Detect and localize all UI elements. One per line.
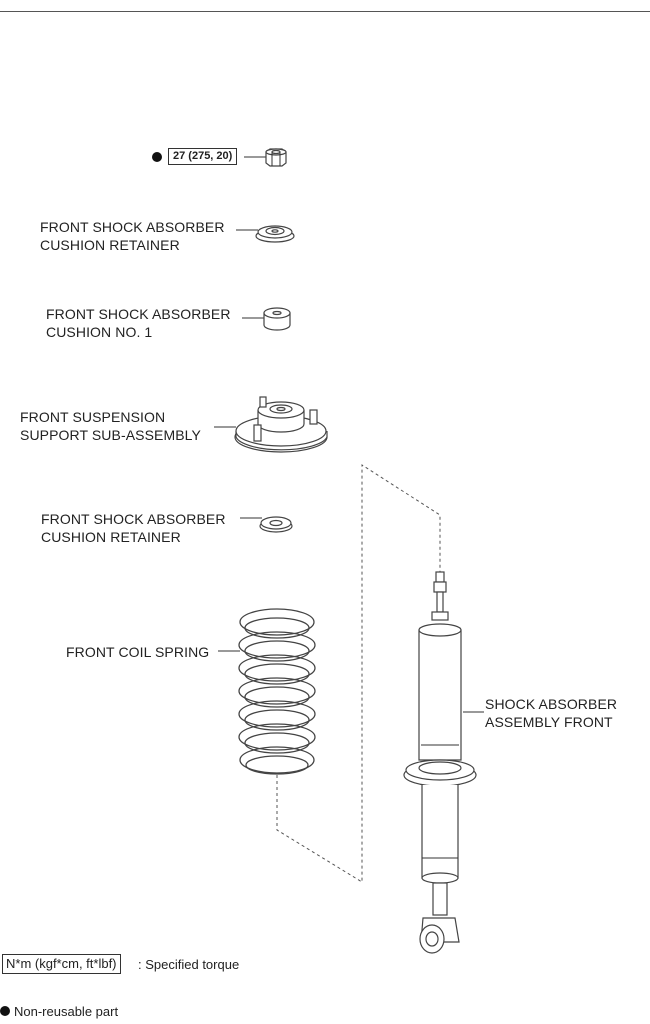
torque-value: 27 (275, 20) xyxy=(173,150,233,162)
top-rule xyxy=(0,11,650,12)
suspension-support-icon xyxy=(234,396,328,453)
label-cushion-retainer-lower: FRONT SHOCK ABSORBER CUSHION RETAINER xyxy=(41,511,226,545)
label-suspension-support: FRONT SUSPENSION SUPPORT SUB-ASSEMBLY xyxy=(20,409,201,443)
legend-non-reusable: Non-reusable part xyxy=(14,1004,119,1019)
legend-non-reusable-icon xyxy=(0,1006,10,1016)
torque-spec-box: 27 (275, 20) xyxy=(168,148,238,165)
cushion-retainer-upper-icon xyxy=(255,225,295,243)
legend-torque-units: N*m (kgf*cm, ft*lbf) xyxy=(2,954,121,974)
label-cushion-no1: FRONT SHOCK ABSORBER CUSHION NO. 1 xyxy=(46,306,231,340)
nut-icon xyxy=(265,148,287,167)
non-reusable-marker-icon xyxy=(152,152,162,162)
cushion-no1-icon xyxy=(263,307,291,331)
legend-torque-desc: : Specified torque xyxy=(138,957,240,972)
cushion-retainer-lower-icon xyxy=(259,516,293,533)
label-cushion-retainer-upper: FRONT SHOCK ABSORBER CUSHION RETAINER xyxy=(40,219,225,253)
assembly-dashed-line xyxy=(276,464,441,883)
shock-absorber-icon xyxy=(403,571,477,954)
label-coil-spring: FRONT COIL SPRING xyxy=(66,644,210,660)
coil-spring-icon xyxy=(238,608,316,775)
label-shock-absorber: SHOCK ABSORBER ASSEMBLY FRONT xyxy=(485,696,618,730)
